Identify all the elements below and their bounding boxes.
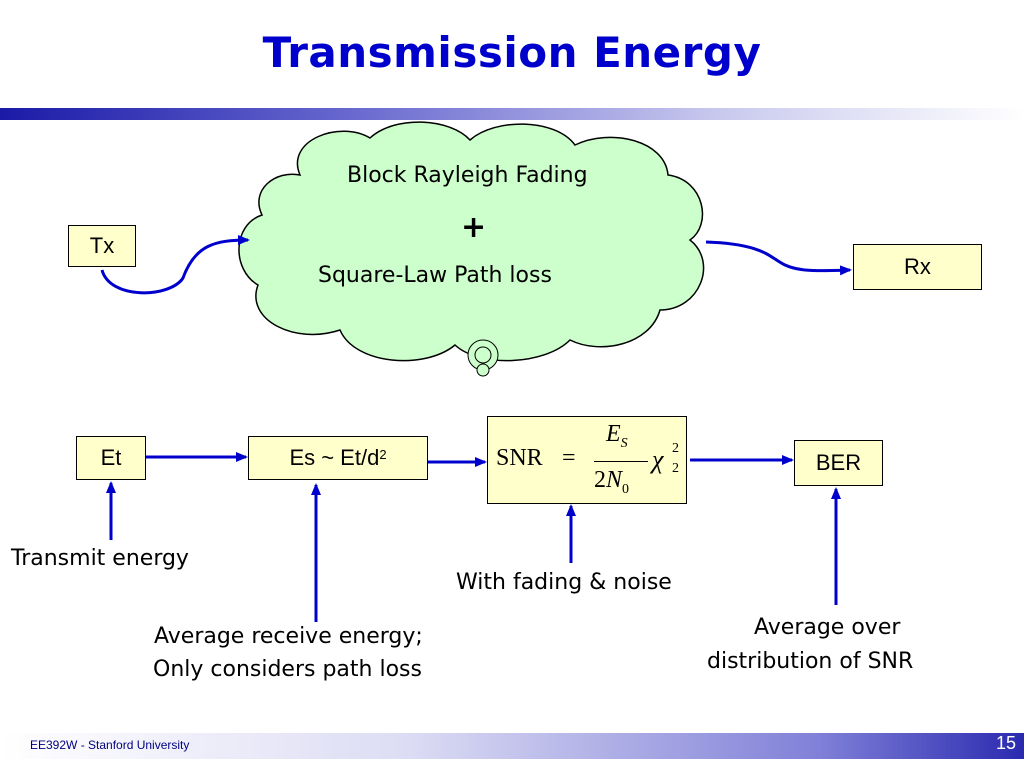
- caption-average-over-line2: distribution of SNR: [707, 649, 914, 674]
- es-box-text: Es ~ Et/d: [289, 445, 380, 470]
- tx-box: Tx: [68, 225, 136, 267]
- slide-number: 15: [995, 733, 1016, 753]
- snr-numerator-sub: S: [620, 435, 628, 451]
- ber-box: BER: [794, 440, 883, 486]
- title-divider-bar: [0, 108, 1024, 120]
- snr-numerator-var: E: [606, 421, 621, 447]
- footer-course-label: EE392W - Stanford University: [30, 738, 190, 752]
- snr-denominator: 2N0: [594, 467, 629, 498]
- snr-denominator-sub: 0: [622, 481, 630, 497]
- snr-chi-symbol: χ: [652, 445, 664, 474]
- snr-numerator: ES: [606, 421, 628, 452]
- snr-chi-sub: 2: [672, 461, 679, 476]
- snr-formula-box: SNR = ES 2N0 χ 2 2: [487, 416, 687, 504]
- snr-equals: =: [562, 445, 576, 471]
- snr-denominator-var: N: [606, 467, 623, 493]
- cloud-line-pathloss: Square-Law Path loss: [318, 263, 552, 288]
- caption-average-over-line1: Average over: [754, 615, 901, 640]
- slide-title: Transmission Energy: [262, 28, 762, 77]
- caption-fading-noise: With fading & noise: [456, 570, 672, 595]
- snr-chi-sup: 2: [672, 441, 679, 456]
- es-box-exponent: 2: [379, 446, 387, 462]
- cloud-plus-sign: +: [461, 210, 487, 245]
- cloud-line-fading: Block Rayleigh Fading: [347, 163, 588, 188]
- caption-transmit-energy: Transmit energy: [11, 546, 189, 571]
- channel-to-rx-arrow: [705, 240, 852, 276]
- caption-average-receive-line1: Average receive energy;: [154, 624, 423, 649]
- caption-average-receive-line2: Only considers path loss: [153, 657, 422, 682]
- snr-denominator-coef: 2: [594, 467, 606, 493]
- snr-lhs: SNR: [496, 445, 543, 471]
- et-box: Et: [76, 436, 146, 480]
- channel-cloud: [238, 121, 705, 377]
- rx-box: Rx: [853, 244, 982, 290]
- snr-fraction-bar: [594, 461, 648, 462]
- footer-bar: [0, 733, 1024, 759]
- tx-to-channel-arrow: [100, 235, 250, 295]
